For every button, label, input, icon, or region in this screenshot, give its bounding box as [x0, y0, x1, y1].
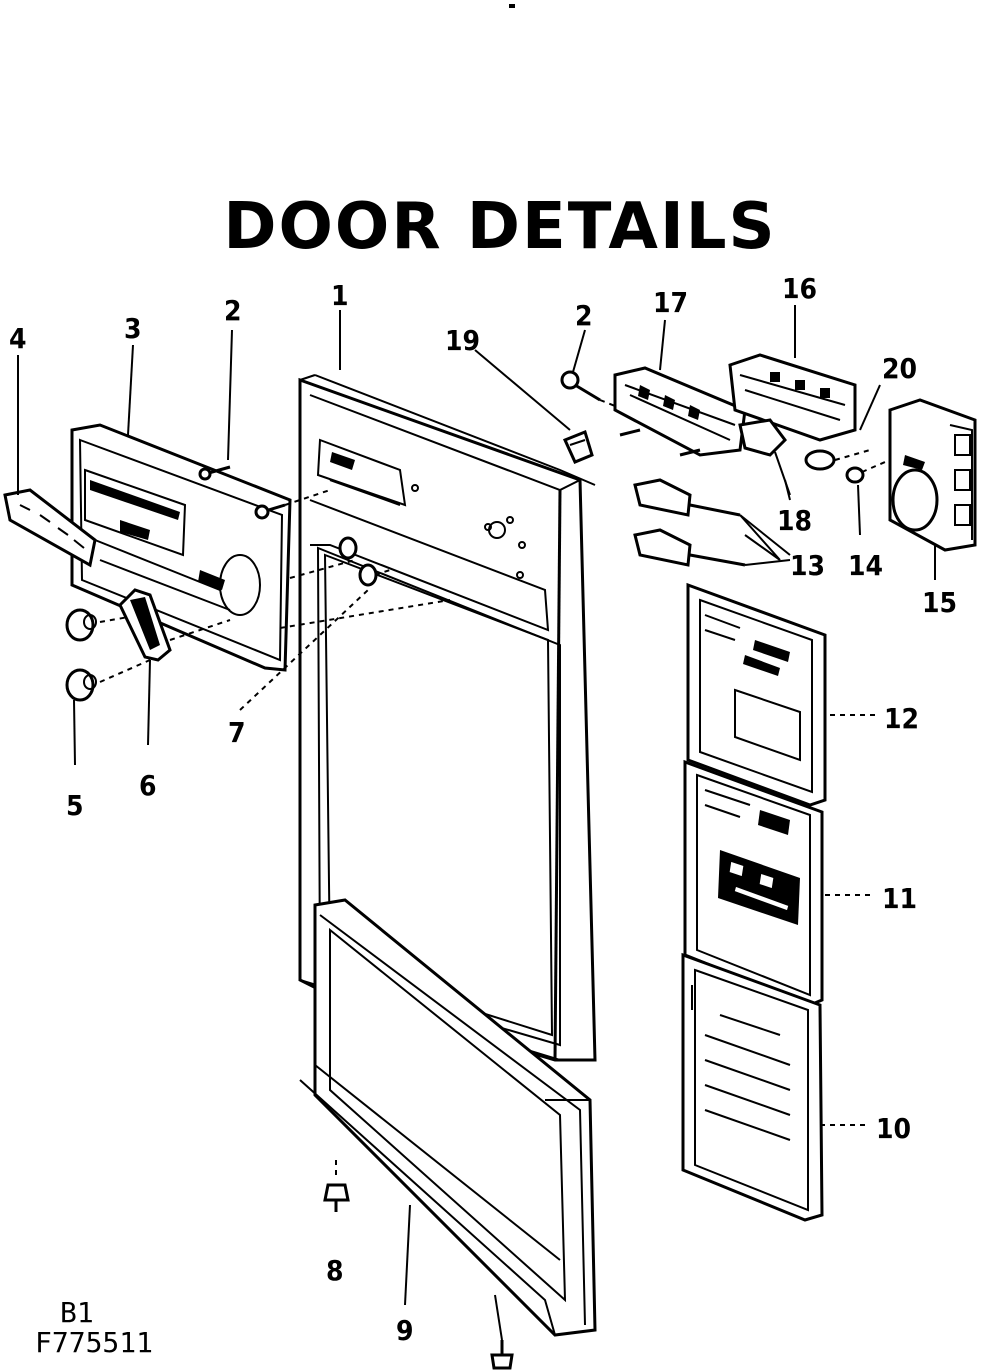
card-10	[681, 952, 824, 1222]
leader-lines	[17, 305, 936, 1341]
label-4: 4	[9, 322, 27, 355]
label-16: 16	[782, 272, 817, 305]
timer-unit	[888, 398, 977, 552]
label-17: 17	[653, 286, 688, 319]
left-screws	[198, 465, 331, 520]
switch-housing	[728, 353, 857, 442]
door-panel	[298, 374, 597, 1062]
label-9: 9	[396, 1314, 414, 1347]
knob-buttons	[65, 608, 151, 702]
label-10: 10	[876, 1112, 911, 1145]
label-18: 18	[777, 504, 812, 537]
label-6: 6	[139, 769, 157, 802]
label-2a: 2	[224, 294, 242, 327]
control-panel-plate	[70, 423, 292, 672]
label-3: 3	[124, 312, 142, 345]
label-1: 1	[331, 279, 349, 312]
hinge-clip	[562, 430, 594, 464]
label-8: 8	[326, 1254, 344, 1287]
label-2b: 2	[575, 299, 593, 332]
small-block	[738, 418, 791, 496]
card-11	[683, 759, 824, 1007]
button-strip	[3, 488, 97, 568]
micro-switches	[633, 478, 781, 567]
lower-panel	[299, 898, 597, 1337]
label-11: 11	[882, 882, 917, 915]
label-5: 5	[66, 789, 84, 822]
bottom-fastener	[490, 1340, 514, 1370]
drawing-code-line1: B1	[60, 1296, 94, 1329]
panel-screws	[279, 536, 451, 629]
card-12	[686, 582, 827, 807]
part-labels: 1 2 2 3 4 5 6 7 8 9 10 11 12 13 14 15 16…	[9, 272, 957, 1347]
diagram-title: DOOR DETAILS	[223, 190, 777, 264]
switch-assembly	[613, 366, 747, 457]
fastener-8	[323, 1160, 350, 1212]
label-14: 14	[848, 549, 883, 582]
top-mark	[509, 4, 515, 8]
spacers	[804, 449, 886, 484]
drawing-code-line2: F775511	[35, 1326, 154, 1359]
label-13: 13	[790, 549, 825, 582]
label-12: 12	[884, 702, 919, 735]
label-20: 20	[882, 352, 917, 385]
label-19: 19	[445, 324, 480, 357]
dial-knob	[118, 588, 231, 662]
label-7: 7	[228, 716, 246, 749]
label-15: 15	[922, 586, 957, 619]
